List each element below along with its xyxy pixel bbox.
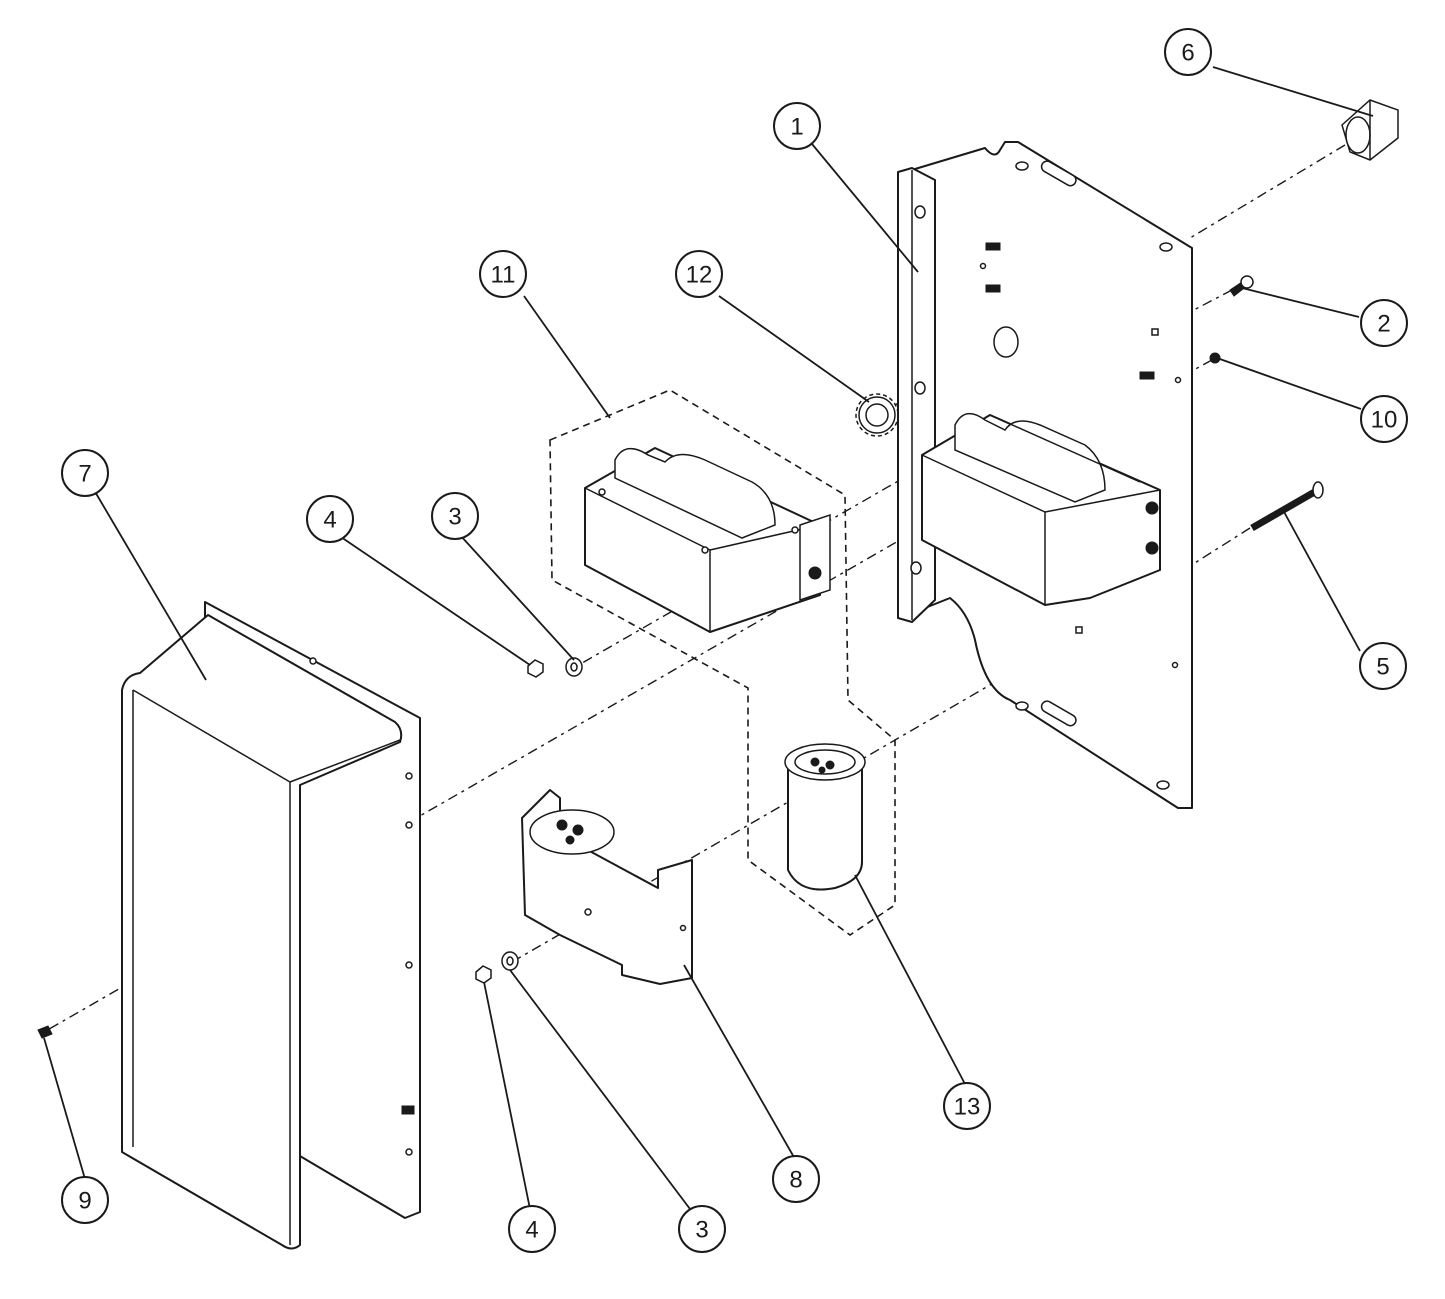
- svg-text:9: 9: [78, 1188, 91, 1215]
- svg-text:13: 13: [954, 1094, 981, 1121]
- long-bolt: [1250, 486, 1320, 532]
- small-screw: [37, 1025, 53, 1039]
- washer-lower: [501, 951, 519, 971]
- callout-4-upper: 4: [306, 495, 354, 543]
- callout-7: 7: [61, 449, 109, 497]
- svg-text:12: 12: [686, 262, 713, 289]
- callout-11: 11: [479, 250, 527, 298]
- svg-text:10: 10: [1371, 407, 1398, 434]
- snap-bushing: [855, 393, 899, 437]
- svg-text:6: 6: [1181, 40, 1194, 67]
- callout-5: 5: [1359, 642, 1407, 690]
- callout-2: 2: [1360, 299, 1408, 347]
- capacitor: [784, 743, 866, 891]
- ballast-core-coil: [584, 447, 831, 633]
- hex-nut-upper: [527, 659, 544, 678]
- callout-6: 6: [1164, 28, 1212, 76]
- callout-12: 12: [675, 250, 723, 298]
- callout-1: 1: [773, 102, 821, 150]
- callout-13: 13: [943, 1082, 991, 1130]
- svg-text:4: 4: [525, 1217, 538, 1244]
- ballast-mounted: [921, 412, 1161, 606]
- hex-nut-10: [1209, 352, 1221, 364]
- svg-text:3: 3: [448, 504, 461, 531]
- svg-text:4: 4: [323, 507, 336, 534]
- hex-nut-lower: [475, 965, 492, 984]
- callout-3-lower: 3: [678, 1205, 726, 1253]
- svg-text:11: 11: [491, 262, 516, 289]
- svg-text:7: 7: [78, 461, 91, 488]
- svg-text:8: 8: [789, 1167, 802, 1194]
- callout-9: 9: [61, 1176, 109, 1224]
- cover: [121, 601, 421, 1250]
- callout-10: 10: [1360, 395, 1408, 443]
- svg-text:2: 2: [1377, 311, 1390, 338]
- svg-text:1: 1: [790, 114, 803, 141]
- callout-4-lower: 4: [508, 1205, 556, 1253]
- callout-3-upper: 3: [431, 492, 479, 540]
- ballast-kit-boundary: [549, 389, 896, 936]
- callout-8: 8: [772, 1155, 820, 1203]
- leader-lines: [43, 66, 1374, 1210]
- washer-upper: [565, 657, 583, 677]
- svg-text:3: 3: [695, 1217, 708, 1244]
- capacitor-bracket: [521, 789, 693, 985]
- svg-text:5: 5: [1376, 654, 1389, 681]
